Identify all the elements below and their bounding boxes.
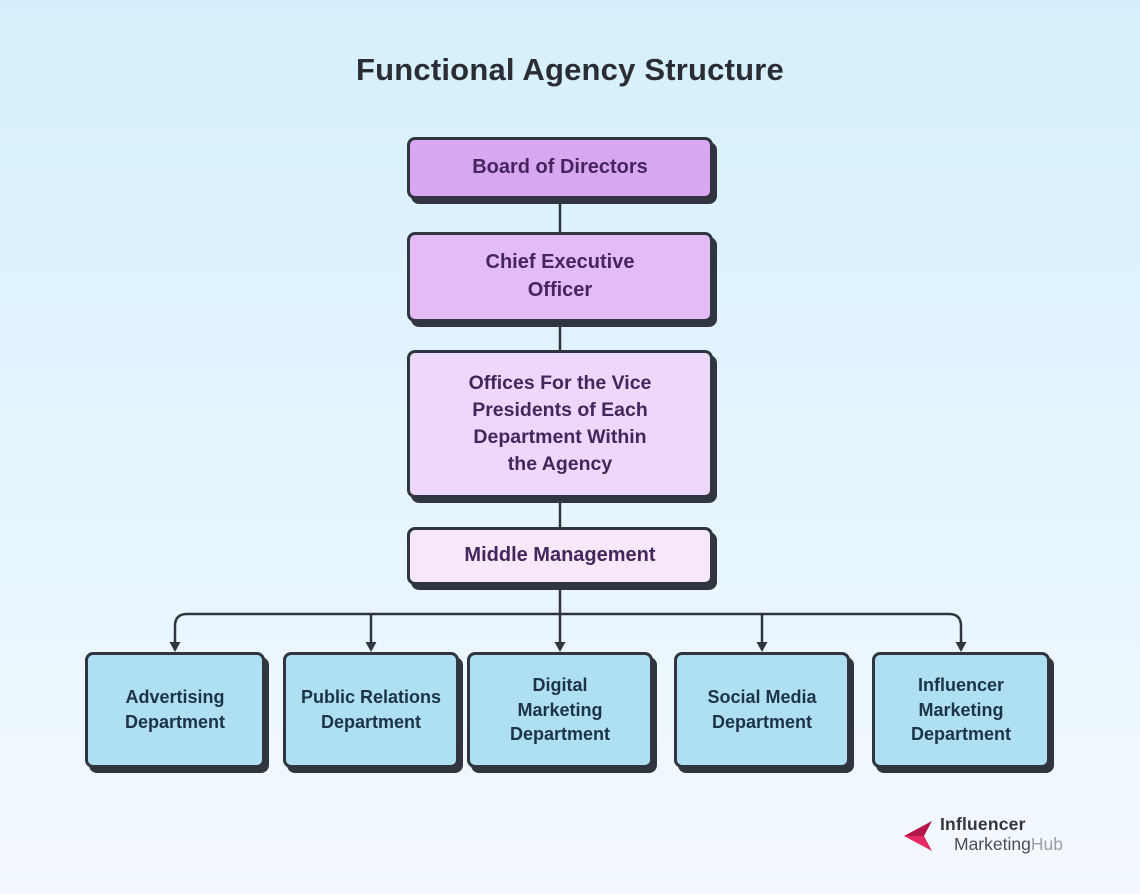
arrowhead-icon [554, 642, 566, 652]
dart-arrow-top [904, 821, 932, 836]
logo-line1: Influencer [940, 814, 1026, 834]
arrowhead-icon [955, 642, 967, 652]
arrowhead-icon [365, 642, 377, 652]
logo-text: Influencer MarketingHub [940, 814, 1063, 855]
logo-marketing-text: Marketing [954, 834, 1031, 854]
connector-bus [173, 612, 963, 644]
box-social-media-department: Social Media Department [674, 652, 850, 768]
box-digital-marketing-department: Digital Marketing Department [467, 652, 653, 768]
box-vp-offices: Offices For the Vice Presidents of Each … [407, 350, 713, 498]
logo-line2: MarketingHub [954, 834, 1063, 855]
arrowhead-icon [756, 642, 768, 652]
box-public-relations-department: Public Relations Department [283, 652, 459, 768]
box-chief-executive-officer: Chief Executive Officer [407, 232, 713, 322]
influencer-marketinghub-logo: Influencer MarketingHub [903, 814, 1063, 855]
dart-arrow-icon [904, 821, 932, 851]
logo-hub-text: Hub [1030, 834, 1063, 854]
dart-arrow-bottom [904, 836, 932, 851]
box-board-of-directors: Board of Directors [407, 137, 713, 199]
box-middle-management: Middle Management [407, 527, 713, 585]
box-advertising-department: Advertising Department [85, 652, 265, 768]
page-title: Functional Agency Structure [356, 52, 784, 87]
arrowhead-icon [169, 642, 181, 652]
box-influencer-marketing-department: Influencer Marketing Department [872, 652, 1050, 768]
